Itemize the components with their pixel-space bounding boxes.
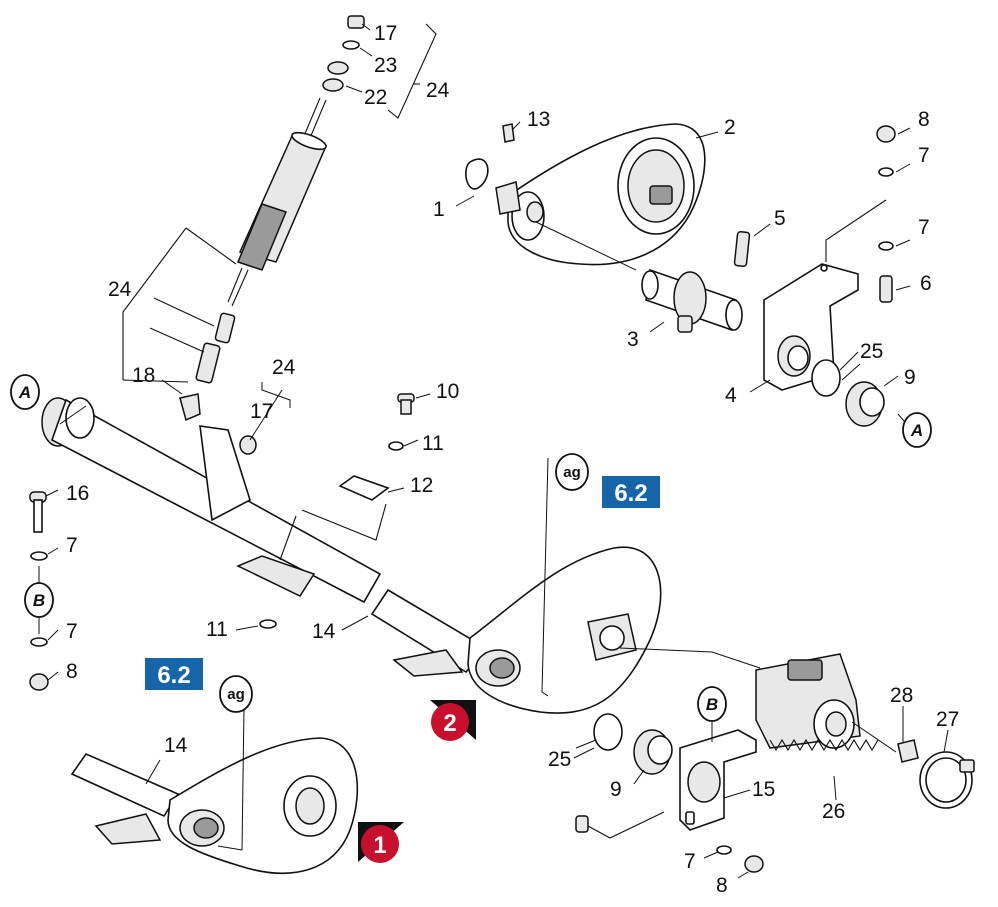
part-number: 13 <box>527 108 550 131</box>
part-number: 11 <box>422 432 444 455</box>
svg-text:ag: ag <box>563 464 581 481</box>
part-number: 23 <box>374 54 397 77</box>
ag-tag-top: ag <box>555 453 589 491</box>
svg-text:2: 2 <box>443 710 456 737</box>
hardware-stack-top-right <box>825 125 896 303</box>
step-badge-2: 2 <box>430 700 476 741</box>
bushing <box>845 381 885 427</box>
part-number: 8 <box>918 108 930 131</box>
part-labels: 17 23 24 22 13 2 1 5 8 7 7 6 3 25 9 4 24… <box>66 22 959 897</box>
part-number: 7 <box>918 216 930 239</box>
cover-plate <box>465 123 706 266</box>
ag-tag-bottom: ag <box>219 675 253 713</box>
clip <box>897 739 919 763</box>
svg-text:6.2: 6.2 <box>157 662 190 689</box>
part-number: 1 <box>433 198 445 221</box>
part-number: 5 <box>774 207 786 230</box>
part-number: 8 <box>716 874 728 897</box>
part-number: 22 <box>364 86 387 109</box>
part-number: 25 <box>548 748 571 771</box>
motor-bracket <box>679 729 757 831</box>
marker-a-left: A <box>10 374 40 410</box>
marker-a-right: A <box>902 412 932 448</box>
part-number: 14 <box>312 620 336 643</box>
part-number: 12 <box>410 474 433 497</box>
part-number: 8 <box>66 660 78 683</box>
hose-clamp <box>919 751 975 809</box>
hardware-center <box>279 393 415 561</box>
svg-text:B: B <box>706 695 718 714</box>
part-number: 24 <box>426 79 450 102</box>
part-number: 16 <box>66 482 89 505</box>
part-number: 17 <box>374 22 397 45</box>
part-number: 6 <box>920 272 932 295</box>
svg-text:A: A <box>910 421 923 440</box>
axle-tube <box>41 397 488 677</box>
svg-text:ag: ag <box>227 686 245 703</box>
svg-text:B: B <box>33 591 45 610</box>
part-number: 7 <box>66 620 78 643</box>
bracket-24-top <box>387 23 437 119</box>
part-number: 17 <box>250 400 273 423</box>
part-number: 10 <box>436 380 459 403</box>
part-number: 28 <box>890 684 913 707</box>
retaining-ring <box>811 359 841 397</box>
part-number: 26 <box>822 800 845 823</box>
retaining-ring <box>593 713 623 751</box>
part-number: 24 <box>108 278 132 301</box>
step-badge-1: 1 <box>358 822 404 863</box>
hardware-stack-bottom <box>575 811 764 873</box>
part-number: 18 <box>132 364 155 387</box>
svg-text:A: A <box>18 383 31 402</box>
part-number: 7 <box>918 144 930 167</box>
part-number: 9 <box>610 778 622 801</box>
section-ref-bottom[interactable]: 6.2 <box>145 658 203 690</box>
mount-bracket <box>763 263 859 391</box>
svg-text:1: 1 <box>373 832 386 859</box>
part-number: 4 <box>725 384 737 407</box>
marker-b-right: B <box>697 686 727 722</box>
shock-absorber <box>122 15 365 422</box>
spring <box>769 738 879 752</box>
pin <box>733 231 751 267</box>
leader-lines <box>45 23 949 879</box>
part-number: 9 <box>904 366 916 389</box>
part-number: 7 <box>66 534 78 557</box>
motor-actuator <box>755 653 861 749</box>
swing-arm <box>467 546 662 714</box>
part-number: 27 <box>936 708 959 731</box>
marker-b-left: B <box>24 582 54 618</box>
drive-shaft <box>641 268 743 333</box>
section-ref-top[interactable]: 6.2 <box>602 476 660 508</box>
part-number: 11 <box>206 618 228 641</box>
part-number: 2 <box>724 116 736 139</box>
hardware-stack-left <box>29 491 49 691</box>
part-number: 14 <box>164 734 188 757</box>
swing-arm-detail <box>70 737 359 874</box>
part-number: 24 <box>272 356 296 379</box>
part-number: 7 <box>684 850 696 873</box>
bushing <box>633 729 673 775</box>
svg-text:6.2: 6.2 <box>614 480 647 507</box>
part-number: 3 <box>627 328 639 351</box>
part-number: 15 <box>752 778 775 801</box>
washer <box>259 619 277 629</box>
nut <box>239 435 257 455</box>
part-number: 25 <box>860 340 883 363</box>
